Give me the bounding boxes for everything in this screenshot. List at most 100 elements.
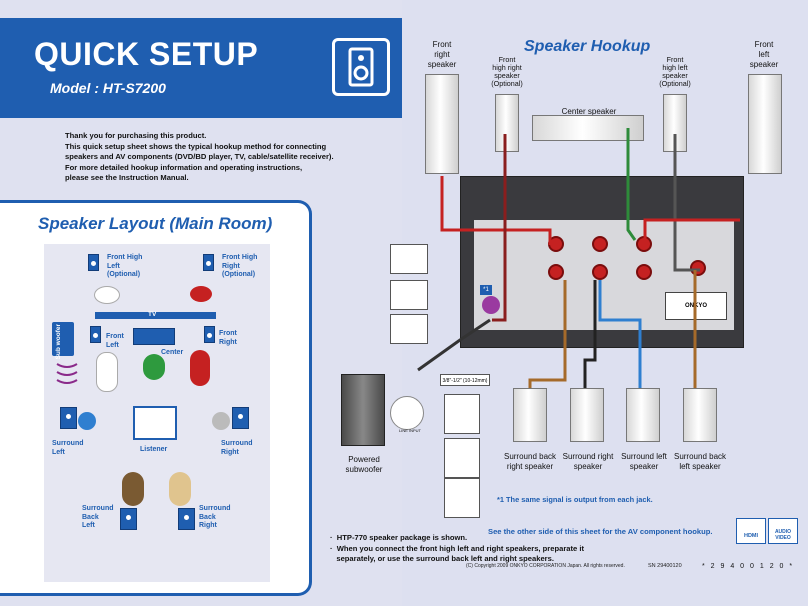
intro-line: please see the Instruction Manual. <box>65 173 189 182</box>
center-listener-icon <box>143 354 165 380</box>
surround-left-wave-icon <box>78 412 96 430</box>
terminal-illustration <box>390 244 428 274</box>
speaker-layout-title: Speaker Layout (Main Room) <box>38 214 273 233</box>
front-right-speaker-icon <box>204 326 215 343</box>
surround-back-right-listener-icon <box>169 472 191 506</box>
label-line: high left <box>662 63 688 72</box>
front-right-label: Front right speaker <box>422 40 462 70</box>
front-high-right-speaker <box>495 94 519 152</box>
label-line: (Optional) <box>222 271 256 278</box>
intro-line: speakers and AV components (DVD/BD playe… <box>65 152 334 161</box>
surround-back-left-speaker-icon <box>120 508 137 530</box>
front-left-speaker-icon <box>90 326 101 343</box>
label-line: Right <box>221 448 239 456</box>
label-line: Surround left <box>621 452 667 461</box>
label-line: Surround <box>52 440 84 447</box>
surround-back-right-label: Surround back right speaker <box>498 452 562 472</box>
label-line: Front <box>219 330 237 337</box>
speaker-wires <box>417 128 740 400</box>
surround-left-speaker <box>626 388 660 442</box>
label-line: Left <box>82 522 95 529</box>
page-title: QUICK SETUP <box>34 36 259 72</box>
intro-text: Thank you for purchasing this product. T… <box>65 131 395 184</box>
sound-wave-icon <box>56 363 78 384</box>
center-speaker-icon <box>133 328 175 345</box>
front-right-listener-icon <box>190 350 210 386</box>
front-left-listener-icon <box>96 352 118 392</box>
surround-right-label: Surround right speaker <box>556 452 620 472</box>
header-banner <box>0 18 402 118</box>
label-line: Front <box>106 333 124 340</box>
bullet-item: · HTP-770 speaker package is shown. <box>330 533 468 542</box>
front-high-left-label: Front high left speaker (Optional) <box>654 56 696 88</box>
front-left-label: Front Left <box>106 333 124 350</box>
bullet-text: When you connect the front high left and… <box>336 543 584 553</box>
binding-post-icon <box>548 264 564 280</box>
surround-right-speaker <box>570 388 604 442</box>
listener-head-icon <box>190 286 212 302</box>
front-right-label: Front Right <box>219 330 237 347</box>
surround-back-right-speaker <box>513 388 547 442</box>
label-line: Back <box>82 513 99 521</box>
label-line: (Optional) <box>107 271 141 278</box>
surround-back-left-listener-icon <box>122 472 144 506</box>
front-high-right-speaker-icon <box>203 254 214 271</box>
powered-subwoofer-label: Powered subwoofer <box>338 455 390 475</box>
surround-left-label: Surround left speaker <box>612 452 676 472</box>
surround-back-left-label: Surround Back Left <box>82 505 114 531</box>
tv-label: TV <box>148 311 157 318</box>
surround-left-label: Surround Left <box>52 440 84 457</box>
label-line: speaker <box>427 60 457 69</box>
bullet-item: · When you connect the front high left a… <box>330 543 584 553</box>
front-high-left-label: Front High Left (Optional) <box>107 254 142 280</box>
subwoofer-pre-out-jack <box>482 296 500 314</box>
label-line: Front High <box>107 254 143 261</box>
label-line: Powered <box>348 455 380 464</box>
surround-back-left-speaker <box>683 388 717 442</box>
label-line: Front <box>754 40 774 49</box>
label-line: Front <box>666 55 684 64</box>
label-line: speaker <box>629 462 659 471</box>
label-line: Surround <box>199 505 231 512</box>
bullet-text: HTP-770 speaker package is shown. <box>336 533 468 542</box>
wire-prep-step-1 <box>444 394 480 434</box>
label-line: subwoofer <box>345 465 383 474</box>
label-line: Left <box>106 341 119 349</box>
surround-back-left-label: Surround back left speaker <box>668 452 732 472</box>
binding-post-icon <box>636 264 652 280</box>
label-line: Surround <box>82 505 114 512</box>
surround-back-right-speaker-icon <box>178 508 195 530</box>
subwoofer-label: Sub woofer <box>55 324 63 359</box>
label-line: (Optional) <box>659 79 691 88</box>
powered-subwoofer <box>341 374 385 446</box>
listener-label: Listener <box>140 446 168 453</box>
label-line: left speaker <box>679 462 721 471</box>
label-line: speaker <box>749 60 779 69</box>
tv-bar <box>95 312 216 319</box>
terminal-illustration <box>390 280 428 310</box>
label-line: Left <box>52 448 65 456</box>
center-label: Center <box>161 349 184 356</box>
label-line: Surround right <box>562 452 614 461</box>
copyright-text: (C) Copyright 2009 ONKYO CORPORATION Jap… <box>466 563 625 569</box>
listener-sofa-icon <box>133 406 177 440</box>
front-high-right-label: Front high right speaker (Optional) <box>486 56 528 88</box>
front-high-right-label: Front High Right (Optional) <box>222 254 257 280</box>
wire-size-label: 3/8"-1/2" (10-12mm) <box>440 374 490 386</box>
intro-line: For more detailed hookup information and… <box>65 162 303 172</box>
mark-badge: *1 <box>480 285 492 295</box>
wire-prep-step-2 <box>444 438 480 478</box>
label-line: woofer <box>55 324 62 346</box>
listener-head-icon <box>94 286 120 304</box>
signal-note: *1 The same signal is output from each j… <box>497 495 653 504</box>
front-high-left-speaker-icon <box>88 254 99 271</box>
surround-right-wave-icon <box>212 412 230 430</box>
barcode-text: * 2 9 4 0 0 1 2 0 * <box>702 563 795 570</box>
label-line: Sub <box>55 347 62 360</box>
label-line: Right <box>199 522 217 529</box>
bullet-notes: · HTP-770 speaker package is shown. · Wh… <box>330 533 584 565</box>
bullet-item: separately, or use the surround back lef… <box>330 554 584 565</box>
front-left-speaker <box>748 74 782 174</box>
binding-post-icon <box>592 264 608 280</box>
terminal-illustration <box>390 314 428 344</box>
